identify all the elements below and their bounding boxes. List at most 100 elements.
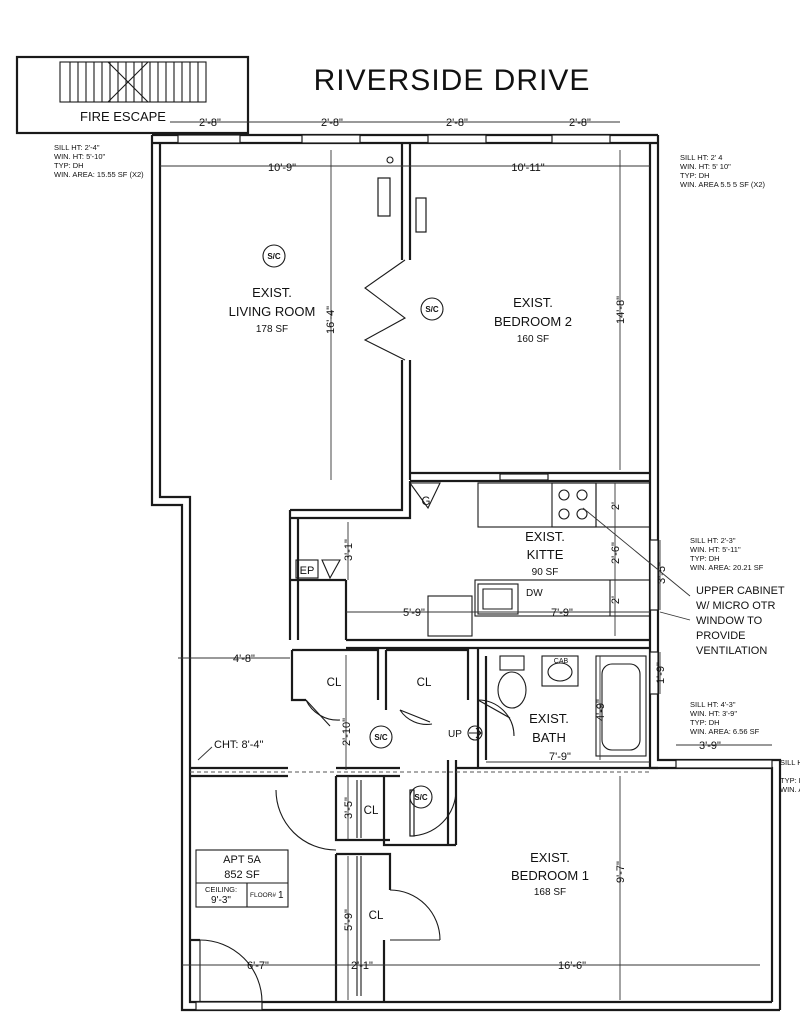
sc-symbol-bed1: [409, 785, 433, 809]
dim-hall-4-8: 4'-8": [233, 653, 255, 665]
sc-symbol-bed2: [420, 297, 444, 321]
living-room-area: 178 SF: [256, 324, 288, 335]
svg-text:SILL HT: 2' 4: SILL HT: 2' 4: [680, 153, 722, 162]
apt-floor-value: 1: [278, 890, 284, 901]
svg-text:CHT: 8'-4": CHT: 8'-4": [214, 739, 263, 751]
svg-text:WINDOW TO: WINDOW TO: [696, 615, 763, 627]
exterior-walls: [150, 133, 782, 1012]
closet-label-1: CL: [327, 677, 342, 689]
dim-kitchen-3-1: 3'-1": [343, 539, 355, 561]
dim-closet-3-5: 3'-5": [343, 797, 355, 819]
svg-text:SILL HT: 2'-4": SILL HT: 2'-4": [54, 143, 100, 152]
plan-title: RIVERSIDE DRIVE: [314, 64, 591, 97]
doors: [199, 259, 515, 1003]
sc-symbol-hall: [369, 725, 393, 749]
dim-bath-3-9: 3'-9": [699, 740, 721, 752]
svg-text:WIN. AREA: 20.21 SF: WIN. AREA: 20.21 SF: [690, 563, 764, 572]
sc-label-1: S/C: [267, 252, 281, 261]
sc-symbol-living: [262, 244, 286, 268]
bedroom1-name-2: BEDROOM 1: [511, 868, 589, 883]
dim-bed2-width: 10'-11": [511, 162, 544, 174]
callout-upper-cabinet: UPPER CABINET W/ MICRO OTR WINDOW TO PRO…: [582, 507, 785, 657]
bedroom1-name-1: EXIST.: [530, 850, 570, 865]
svg-text:TYP: DH: TYP: DH: [690, 554, 720, 563]
gas-symbol-label: G: [422, 496, 431, 508]
dim-kitchen-2: 2': [610, 502, 622, 510]
dim-kitchen-2-6: 2'-6": [610, 542, 622, 564]
kitchen-name-1: EXIST.: [525, 529, 565, 544]
living-room-name-2: LIVING ROOM: [229, 304, 316, 319]
window-note-bath: SILL HT: 4'-3" WIN. HT: 3'-9" TYP: DH WI…: [690, 700, 760, 736]
svg-text:WIN. AREA 5.5 5 SF (X2): WIN. AREA 5.5 5 SF (X2): [680, 180, 766, 189]
up-label: UP: [448, 729, 462, 740]
sc-label-3: S/C: [374, 733, 388, 742]
dim-win-top-2: 2'-8": [321, 117, 343, 129]
svg-text:WIN. AREA: 6.56 SF: WIN. AREA: 6.56 SF: [690, 727, 760, 736]
svg-text:TYP: DH: TYP: DH: [690, 718, 720, 727]
apartment-info-box: APT 5A 852 SF CEILING: 9'-3" FLOOR# 1: [195, 849, 289, 908]
kitchen-area: 90 SF: [532, 567, 559, 578]
svg-text:PROVIDE: PROVIDE: [696, 630, 746, 642]
svg-text:TYP: DH: TYP: DH: [680, 171, 710, 180]
dim-bath-7-9: 7'-9": [549, 751, 571, 763]
svg-text:W/ MICRO OTR: W/ MICRO OTR: [696, 600, 775, 612]
apt-ceiling-label: CEILING:: [205, 885, 237, 894]
apt-ceiling-value: 9'-3": [211, 895, 231, 906]
svg-text:SILL HT: 4'-3": SILL HT: 4'-3": [690, 700, 736, 709]
dim-kitchen-7-9: 7'-9": [551, 607, 573, 619]
apt-name: APT 5A: [223, 854, 261, 866]
fire-escape: FIRE ESCAPE: [15, 55, 250, 135]
svg-text:WIN. AREA: 15.55 SF (X2): WIN. AREA: 15.55 SF (X2): [54, 170, 144, 179]
svg-text:WIN. HT: 5'-10": WIN. HT: 5'-10": [54, 152, 106, 161]
svg-text:TYP: D: TYP: D: [780, 776, 800, 785]
svg-text:SILL HT: 2'-3": SILL HT: 2'-3": [690, 536, 736, 545]
kitchen-name-2: KITTE: [527, 547, 564, 562]
sc-label-4: S/C: [414, 793, 428, 802]
dim-win-top-1: 2'-8": [199, 117, 221, 129]
svg-text:WIN. HT: 5' 10": WIN. HT: 5' 10": [680, 162, 731, 171]
dim-bath-1-9: 1'-9": [655, 662, 667, 684]
svg-text:WIN. HT: 3'-9": WIN. HT: 3'-9": [690, 709, 737, 718]
dim-bottom-6-7: 6'-7": [247, 960, 269, 972]
window-note-kitchen: SILL HT: 2'-3" WIN. HT: 5'-11" TYP: DH W…: [690, 536, 764, 572]
svg-text:VENTILATION: VENTILATION: [696, 645, 767, 657]
window-note-right-top: SILL HT: 2' 4 WIN. HT: 5' 10" TYP: DH WI…: [680, 153, 766, 189]
svg-text:WIN. HT: 5'-11": WIN. HT: 5'-11": [690, 545, 741, 554]
bedroom2-name-1: EXIST.: [513, 295, 553, 310]
closet-label-4: CL: [369, 910, 384, 922]
bath-name-2: BATH: [532, 730, 566, 745]
bedroom2-area: 160 SF: [517, 334, 549, 345]
svg-text:WIN. A: WIN. A: [780, 785, 800, 794]
dim-bath-4-9: 4'-9": [595, 699, 607, 721]
living-room-name-1: EXIST.: [252, 285, 292, 300]
apt-floor-label: FLOOR#: [250, 892, 276, 899]
dim-living-height: 16'-4": [325, 306, 337, 334]
sc-label-2: S/C: [425, 305, 439, 314]
room-labels: EXIST. LIVING ROOM 178 SF EXIST. BEDROOM…: [229, 285, 589, 898]
bath-name-1: EXIST.: [529, 711, 569, 726]
bedroom2-name-2: BEDROOM 2: [494, 314, 572, 329]
dim-bottom-16-6: 16'-6": [558, 960, 586, 972]
sc-symbols: S/C S/C S/C S/C: [262, 244, 444, 809]
fixtures: [295, 156, 651, 757]
sink-label: CAB: [554, 658, 569, 665]
dimension-lines: [160, 121, 772, 1000]
svg-text:UPPER CABINET: UPPER CABINET: [696, 585, 785, 597]
dimension-labels: 2'-8" 2'-8" 2'-8" 2'-8" 10'-9" 10'-11" 1…: [199, 117, 721, 972]
window-note-left: SILL HT: 2'-4" WIN. HT: 5'-10" TYP: DH W…: [54, 143, 144, 179]
dim-bed1-9-7: 9'-7": [615, 861, 627, 883]
bedroom1-area: 168 SF: [534, 887, 566, 898]
dim-win-top-3: 2'-8": [446, 117, 468, 129]
closet-label-3: CL: [364, 805, 379, 817]
ceiling-height-note: CHT: 8'-4": [197, 739, 263, 761]
dim-closet-5-9: 5'-9": [343, 909, 355, 931]
window-note-edge: SILL H TYP: D WIN. A: [780, 758, 800, 794]
dim-bed2-height: 14'-8": [615, 296, 627, 324]
apt-area: 852 SF: [224, 869, 260, 881]
dim-win-top-4: 2'-8": [569, 117, 591, 129]
closet-label-2: CL: [417, 677, 432, 689]
svg-text:TYP: DH: TYP: DH: [54, 161, 84, 170]
dim-living-width: 10'-9": [268, 162, 296, 174]
dim-kitchen-2b: 2': [610, 596, 622, 604]
